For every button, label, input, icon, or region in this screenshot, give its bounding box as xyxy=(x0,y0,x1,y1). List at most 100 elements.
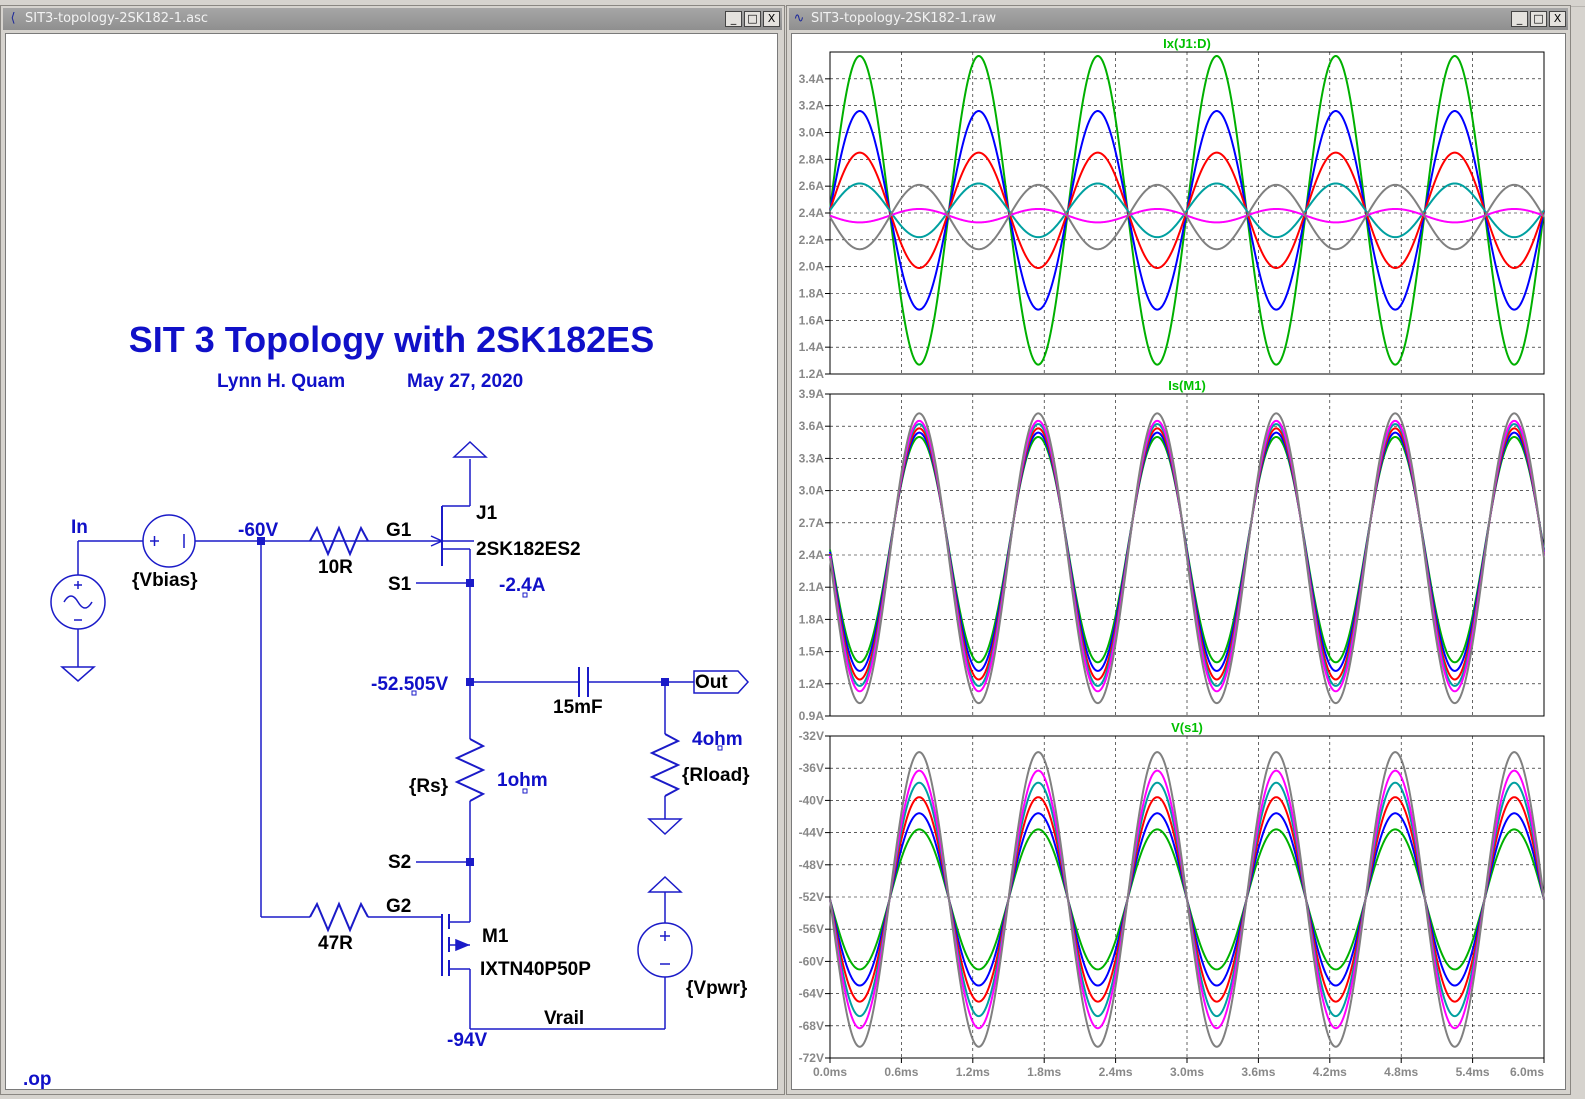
resistor-47r xyxy=(309,901,369,933)
y-tick-label: -36V xyxy=(799,761,824,775)
label-s1-current: -2.4A xyxy=(499,575,546,596)
label-rload: {Rload} xyxy=(682,765,750,786)
schematic-diagram[interactable]: In {Vbias} -60V 10R G1 J1 2SK182ES2 S1 -… xyxy=(6,34,778,1090)
waveform-trace xyxy=(829,412,1545,705)
x-tick-label: 4.8ms xyxy=(1384,1065,1418,1079)
waveform-trace xyxy=(829,751,1545,1048)
x-tick-label: 5.4ms xyxy=(1456,1065,1490,1079)
schematic-window[interactable]: ⟨ SIT3-topology-2SK182-1.asc _ □ X SIT 3… xyxy=(0,5,785,1095)
label-op-directive: .op xyxy=(23,1069,52,1090)
y-tick-label: -52V xyxy=(799,890,824,904)
y-tick-label: 1.8A xyxy=(799,612,825,626)
waveform-viewer-icon: ∿ xyxy=(793,11,805,26)
y-tick-label: -48V xyxy=(799,858,824,872)
label-s2: S2 xyxy=(388,852,411,873)
resistor-10r xyxy=(309,525,369,557)
label-rs-value: 1ohm xyxy=(497,770,548,791)
y-tick-label: 1.6A xyxy=(799,313,825,327)
y-tick-label: 1.2A xyxy=(799,677,825,691)
waveform-window[interactable]: ∿ SIT3-topology-2SK182-1.raw _ □ X Ix(J1… xyxy=(786,5,1571,1095)
label-j1: J1 xyxy=(476,503,498,524)
y-tick-label: 2.4A xyxy=(799,548,825,562)
label-vbias-node: -60V xyxy=(238,520,278,541)
label-mid-node: -52.505V xyxy=(371,674,448,695)
x-tick-label: 0.6ms xyxy=(884,1065,918,1079)
x-tick-label: 3.0ms xyxy=(1170,1065,1204,1079)
resistor-rload xyxy=(649,733,681,797)
y-tick-label: -60V xyxy=(799,954,824,968)
schematic-titlebar[interactable]: ⟨ SIT3-topology-2SK182-1.asc _ □ X xyxy=(3,8,782,30)
y-tick-label: 2.1A xyxy=(799,580,825,594)
y-tick-label: 2.2A xyxy=(799,233,825,247)
x-tick-label: 2.4ms xyxy=(1099,1065,1133,1079)
maximize-button[interactable]: □ xyxy=(744,11,761,27)
y-tick-label: 1.4A xyxy=(799,340,825,354)
x-tick-label: 1.8ms xyxy=(1027,1065,1061,1079)
y-tick-label: 3.4A xyxy=(799,72,825,86)
y-tick-label: 3.9A xyxy=(799,387,825,401)
y-tick-label: 3.6A xyxy=(799,419,825,433)
waveform-plots[interactable]: Ix(J1:D) 3.4A 3.2A 3.0A 2.8A 2.6A 2.4A 2.2A 2.0A… xyxy=(792,34,1566,1090)
waveform-trace xyxy=(829,183,1545,251)
y-tick-label: 1.8A xyxy=(799,287,825,301)
supply-arrow-vpwr xyxy=(647,875,683,893)
waveform-window-title: SIT3-topology-2SK182-1.raw xyxy=(811,11,997,26)
y-tick-label: 3.0A xyxy=(799,484,825,498)
schematic-canvas[interactable]: SIT 3 Topology with 2SK182ES Lynn H. Qua… xyxy=(5,33,778,1090)
out-port-symbol xyxy=(693,670,750,694)
label-in: In xyxy=(71,517,88,538)
label-s1: S1 xyxy=(388,574,412,595)
label-rs: {Rs} xyxy=(409,776,449,797)
label-cap-value: 15mF xyxy=(553,697,603,718)
ground-symbol-in xyxy=(60,666,96,682)
y-tick-label: 2.7A xyxy=(799,516,825,530)
y-tick-label: 2.4A xyxy=(799,206,825,220)
y-tick-label: -68V xyxy=(799,1019,824,1033)
x-tick-label: 3.6ms xyxy=(1241,1065,1275,1079)
schematic-window-title: SIT3-topology-2SK182-1.asc xyxy=(25,11,209,26)
y-tick-label: -44V xyxy=(799,826,824,840)
supply-arrow xyxy=(452,440,488,458)
ltspice-schematic-icon: ⟨ xyxy=(10,11,16,26)
x-tick-label: 1.2ms xyxy=(956,1065,990,1079)
x-tick-label: 6.0ms xyxy=(1510,1065,1544,1079)
y-tick-label: 3.3A xyxy=(799,451,825,465)
close-button[interactable]: X xyxy=(1549,11,1566,27)
schematic-author: Lynn H. Quam xyxy=(217,371,346,392)
schematic-date: May 27, 2020 xyxy=(407,371,524,392)
y-tick-label: 2.8A xyxy=(799,152,825,166)
x-tick-label: 4.2ms xyxy=(1313,1065,1347,1079)
label-vpwr: {Vpwr} xyxy=(686,978,748,999)
y-tick-label: 0.9A xyxy=(799,709,825,723)
y-tick-label: 3.2A xyxy=(799,99,825,113)
label-vrail: Vrail xyxy=(544,1008,584,1029)
y-tick-label: -32V xyxy=(799,729,824,743)
label-g1: G1 xyxy=(386,520,412,541)
label-g2: G2 xyxy=(386,896,411,917)
label-vbias: {Vbias} xyxy=(132,570,198,591)
pane-title: Ix(J1:D) xyxy=(1163,36,1211,51)
pane-title: V(s1) xyxy=(1171,720,1203,735)
sine-glyph xyxy=(63,595,93,609)
close-button[interactable]: X xyxy=(763,11,780,27)
y-tick-label: 2.6A xyxy=(799,179,825,193)
y-tick-label: -40V xyxy=(799,793,824,807)
y-tick-label: 1.2A xyxy=(799,367,825,381)
waveform-titlebar[interactable]: ∿ SIT3-topology-2SK182-1.raw _ □ X xyxy=(789,8,1568,30)
minimize-button[interactable]: _ xyxy=(1511,11,1528,27)
schematic-heading: SIT 3 Topology with 2SK182ES xyxy=(128,319,655,360)
label-m1: M1 xyxy=(482,926,509,947)
y-tick-label: 2.0A xyxy=(799,260,825,274)
label-r1-value: 10R xyxy=(318,557,353,578)
x-tick-label: 0.0ms xyxy=(813,1065,847,1079)
label-out: Out xyxy=(695,672,728,693)
label-j1-model: 2SK182ES2 xyxy=(476,539,581,560)
waveform-plot-area[interactable]: Ix(J1:D) 3.4A 3.2A 3.0A 2.8A 2.6A 2.4A 2.2A 2.0A… xyxy=(791,33,1566,1090)
minimize-button[interactable]: _ xyxy=(725,11,742,27)
ground-symbol-load xyxy=(647,818,683,836)
pane-title: Is(M1) xyxy=(1168,378,1206,393)
maximize-button[interactable]: □ xyxy=(1530,11,1547,27)
label-rail-node: -94V xyxy=(447,1030,487,1051)
y-tick-label: -56V xyxy=(799,922,824,936)
label-m1-model: IXTN40P50P xyxy=(480,959,591,980)
